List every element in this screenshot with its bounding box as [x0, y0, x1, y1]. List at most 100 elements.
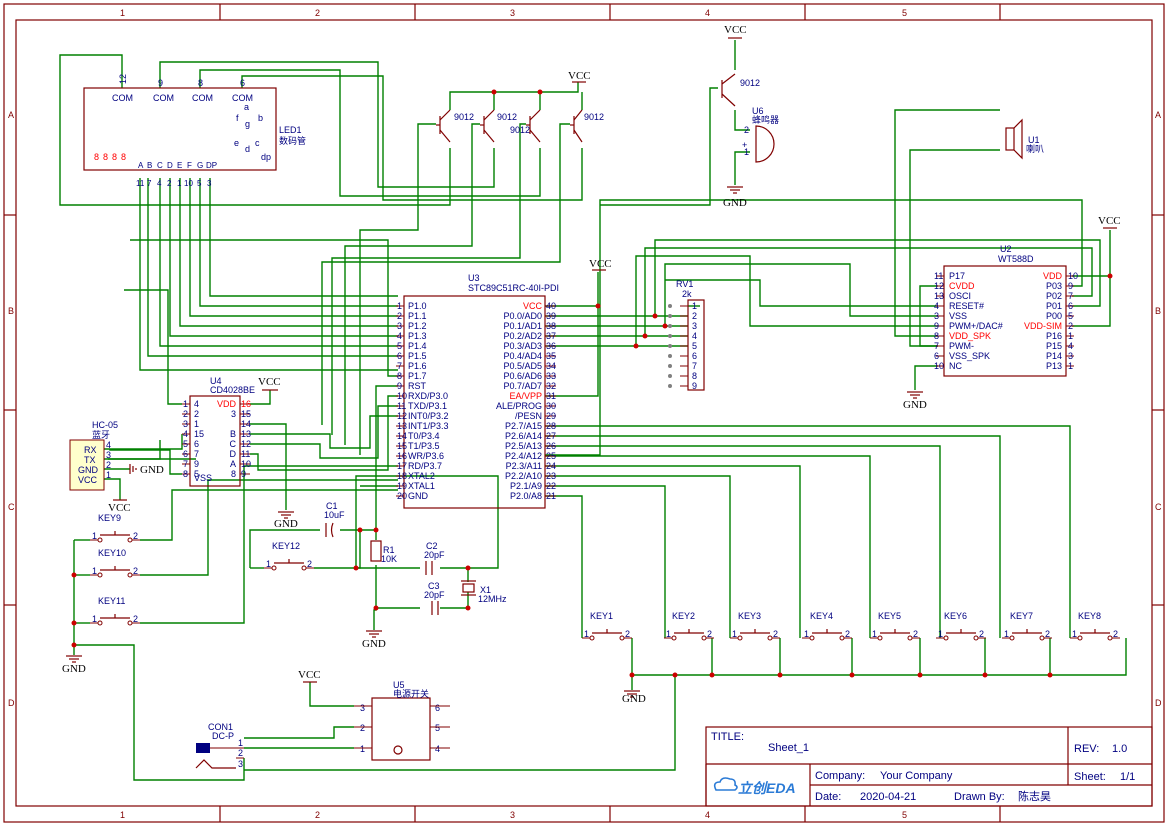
r1-ref: R1: [383, 545, 395, 555]
u3-pin-name: VCC: [523, 301, 543, 311]
hc05-name: 蓝牙: [92, 429, 110, 440]
key-label: KEY1: [590, 611, 613, 621]
u5-power-switch: U5 电源开关 3 2 1 6 5 4: [354, 680, 450, 761]
hc05-num: 3: [106, 450, 111, 460]
row-label: A: [8, 110, 14, 120]
wires: [59, 40, 1127, 781]
r1-value: 10K: [381, 554, 397, 564]
u2-pin-name: VDD-SIM: [1024, 321, 1062, 331]
gnd-symbol: GND: [62, 655, 86, 675]
u4-inner-pin: 7: [194, 449, 199, 459]
hc05-pin: RX: [84, 445, 97, 455]
u5-pin: 5: [435, 723, 440, 733]
key-pin-number: 2: [133, 566, 138, 576]
led1-seg-letter: g: [245, 119, 250, 129]
u2-pin-number: 7: [1068, 291, 1073, 301]
led1-bottom-pins: 11 7 4 2 1 10 5 3: [136, 179, 212, 188]
u3-pin-name: P1.3: [408, 331, 427, 341]
key-pin-number: 1: [92, 531, 97, 541]
rv1-pin-number: 3: [692, 321, 697, 331]
hc05-ref: HC-05: [92, 420, 118, 430]
rv1-pin-dot: [668, 354, 672, 358]
u5-pin: 6: [435, 703, 440, 713]
u3-pin-name: INT1/P3.3: [408, 421, 449, 431]
key-label: KEY11: [98, 596, 125, 606]
gnd-label: GND: [723, 197, 747, 209]
key-pin-number: 1: [92, 566, 97, 576]
rev-label: REV:: [1074, 743, 1099, 755]
key-pin-number: 1: [804, 629, 809, 639]
key-contact: [271, 565, 277, 571]
c2-ref: C2: [426, 541, 438, 551]
u3-pin-name: RXD/P3.0: [408, 391, 448, 401]
key-pin-number: 2: [1113, 629, 1118, 639]
u4-inner-pin: B: [230, 429, 236, 439]
hc05-pin: VCC: [78, 475, 98, 485]
u6-name: 蜂鸣器: [752, 114, 779, 125]
key-contact: [943, 635, 949, 641]
gnd-symbol: GND: [622, 690, 646, 705]
u2-pin-name: P01: [1046, 301, 1062, 311]
u4-name: CD4028BE: [210, 385, 255, 395]
u3-pin-number: 35: [546, 351, 556, 361]
u2-pin-number: 7: [934, 341, 939, 351]
hc05-pin: GND: [78, 465, 99, 475]
key-contact: [127, 537, 133, 543]
passives: C1 10uF R1 10K C2 20pF C3 20pF X1 12MHz: [324, 501, 507, 615]
col-label: 5: [902, 8, 907, 18]
vcc-label: VCC: [568, 70, 591, 82]
u4-inner-pin: 9: [194, 459, 199, 469]
u2-pin-number: 5: [1068, 311, 1073, 321]
key-label: KEY10: [98, 548, 126, 558]
u2-pin-name: VDD: [1043, 271, 1063, 281]
u2-pin-number: 10: [1068, 271, 1078, 281]
rv1-ref: RV1: [676, 279, 693, 289]
pin-num: 5: [197, 179, 202, 188]
key-pin-number: 1: [266, 559, 271, 569]
sheet-frame: [3, 3, 1165, 823]
u3-pin-name: P1.5: [408, 351, 427, 361]
con1-pin: 3: [238, 759, 243, 769]
u5-pin: 3: [360, 703, 365, 713]
date-label: Date:: [815, 791, 841, 803]
key-pin-number: 1: [1072, 629, 1077, 639]
u3-pin-name: P1.6: [408, 361, 427, 371]
u2-pin-name: PWM-: [949, 341, 974, 351]
u3-pin-number: 7: [397, 361, 402, 371]
gnd-symbol: GND: [903, 391, 927, 411]
u2-pin-number: 4: [934, 301, 939, 311]
rv1-pin-dot: [668, 384, 672, 388]
u3-pin-name: P2.2/A10: [505, 471, 542, 481]
u3-pin-number: 1: [397, 301, 402, 311]
u3-pin-name: P2.6/A14: [505, 431, 542, 441]
col-label: 3: [510, 8, 515, 18]
u3-pin-number: 29: [546, 411, 556, 421]
led1-top-pin: 8: [198, 78, 203, 88]
u3-pin-number: 10: [397, 391, 407, 401]
u3-pin-number: 15: [397, 441, 407, 451]
u4-pin-number: 16: [241, 399, 251, 409]
u2-pin-name: VSS_SPK: [949, 351, 990, 361]
key-pin-number: 1: [872, 629, 877, 639]
transistor-label: 9012: [454, 112, 474, 122]
key-contact: [127, 572, 133, 578]
key-pin-number: 1: [92, 614, 97, 624]
u3-pin-name: XTAL2: [408, 471, 435, 481]
key-contact: [737, 635, 743, 641]
key-contact: [97, 620, 103, 626]
rv1-pin-number: 6: [692, 351, 697, 361]
key-pin-number: 1: [584, 629, 589, 639]
key-pin-number: 2: [625, 629, 630, 639]
u3-pin-name: TXD/P3.1: [408, 401, 447, 411]
u3-pin-name: P2.7/A15: [505, 421, 542, 431]
u2-pin-number: 13: [934, 291, 944, 301]
u2-pin-name: P02: [1046, 291, 1062, 301]
led1-com-label: COM: [192, 93, 213, 103]
led1-ref: LED1: [279, 125, 302, 135]
u3-pin-number: 38: [546, 321, 556, 331]
